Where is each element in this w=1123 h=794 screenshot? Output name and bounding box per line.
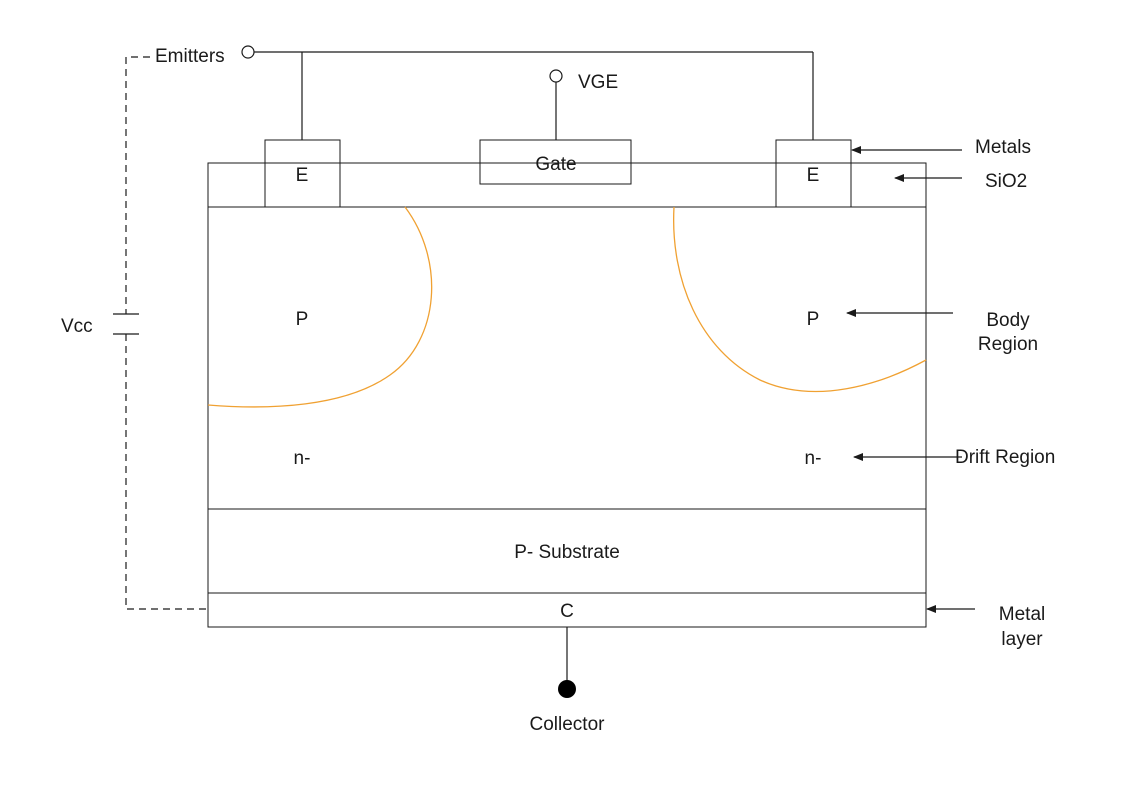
collector-layer-label: C — [560, 601, 574, 622]
right-body-junction — [673, 206, 927, 393]
body-right-label: P — [807, 309, 820, 330]
vcc-dashed-wire-top — [125, 56, 150, 314]
substrate-label: P- Substrate — [514, 542, 620, 563]
left-body-junction — [207, 206, 433, 408]
body-left-label: P — [296, 309, 309, 330]
drift-right-label: n- — [805, 448, 822, 469]
emitter-right-label: E — [807, 165, 820, 186]
vcc-dashed-wire-bottom — [125, 334, 208, 610]
vcc-label: Vcc — [61, 316, 93, 337]
emitters-label: Emitters — [155, 46, 225, 67]
body-region-annotation-line2: Region — [978, 334, 1038, 355]
vge-terminal — [549, 69, 563, 83]
gate-label: Gate — [535, 154, 576, 175]
sio2-annotation: SiO2 — [985, 171, 1027, 192]
metal-layer-annotation-line1: Metal — [999, 604, 1045, 625]
drift-left-label: n- — [294, 448, 311, 469]
sio2-layer — [207, 162, 927, 208]
metals-annotation: Metals — [975, 137, 1031, 158]
metal-layer-annotation-line2: layer — [1001, 629, 1043, 650]
emitter-terminal — [241, 45, 255, 59]
body-region-annotation-line1: Body — [986, 310, 1030, 331]
collector-label: Collector — [530, 714, 606, 735]
emitter-left-label: E — [296, 165, 309, 186]
collector-terminal — [558, 680, 576, 698]
drift-region-annotation: Drift Region — [955, 447, 1055, 468]
vge-label: VGE — [578, 72, 618, 93]
